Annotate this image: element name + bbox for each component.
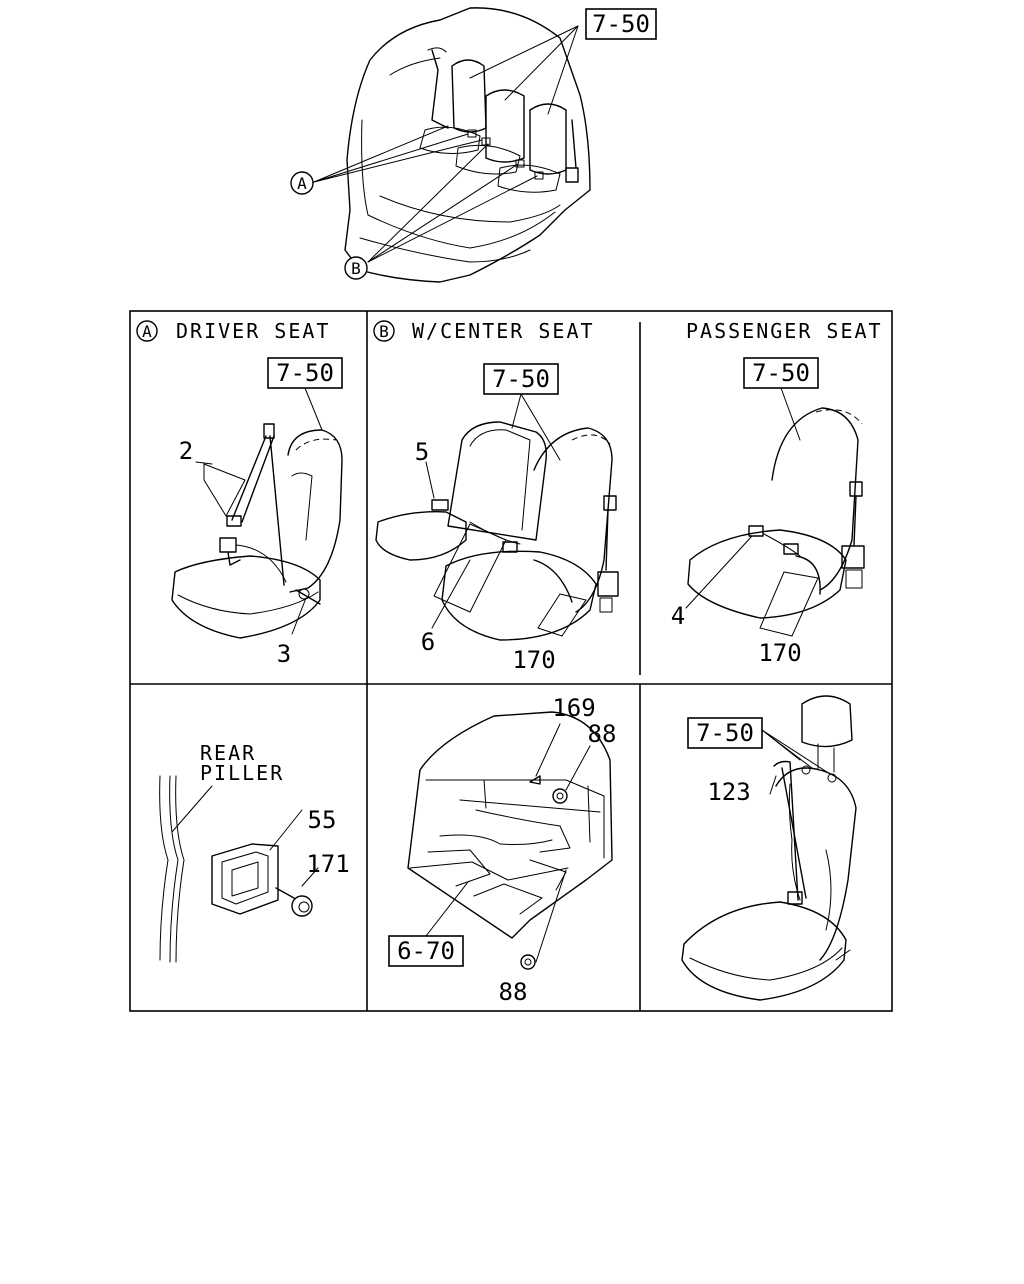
headrest <box>801 695 853 748</box>
single-seat-cushion <box>681 901 847 1001</box>
panel-floor: 169 88 88 6-70 <box>388 694 617 1006</box>
center-part-6: 6 <box>421 628 435 656</box>
driver-ref: 7-50 <box>276 359 334 387</box>
floor-part-88-bottom: 88 <box>499 978 528 1006</box>
passenger-seat-cushion <box>687 529 847 619</box>
passenger-title: PASSENGER SEAT <box>686 319 883 343</box>
overview-callout-a: A <box>290 171 314 195</box>
callout-a-letter: A <box>297 174 307 193</box>
center-part-170: 170 <box>512 646 555 674</box>
pillar-part-171: 171 <box>306 850 349 878</box>
single-seat-ref: 7-50 <box>696 719 754 747</box>
panel-center-seat: B W/CENTER SEAT 7-50 5 6 170 <box>373 319 619 674</box>
clip-169 <box>529 775 541 785</box>
panel-single-seat: 7-50 123 <box>681 695 857 1001</box>
overview-ref-box: 7-50 <box>585 8 657 40</box>
callout-b-letter: B <box>351 259 361 278</box>
single-seat-part-123: 123 <box>707 778 750 806</box>
driver-seat-cushion <box>171 555 321 639</box>
overview-cab-illustration <box>313 7 591 283</box>
trim-bracket <box>211 843 279 915</box>
panel-grid <box>129 310 893 1012</box>
panel-rear-pillar: REAR PILLER 55 171 <box>159 741 350 963</box>
passenger-ref: 7-50 <box>752 359 810 387</box>
driver-title: DRIVER SEAT <box>176 319 330 343</box>
pillar-title-line1: REAR <box>200 741 256 765</box>
passenger-seatback <box>771 407 859 591</box>
cab-floor-outline <box>407 711 613 939</box>
floor-ref: 6-70 <box>397 937 455 965</box>
center-title: W/CENTER SEAT <box>412 319 595 343</box>
center-ref: 7-50 <box>492 365 550 393</box>
center-seatback <box>447 421 547 541</box>
grommet-88-bottom <box>520 954 536 970</box>
passenger-part-4: 4 <box>671 602 685 630</box>
pillar-part-55: 55 <box>308 806 337 834</box>
passenger-part-170: 170 <box>758 639 801 667</box>
single-seatback <box>775 767 857 961</box>
grommet-88-top <box>552 788 568 804</box>
driver-part-3: 3 <box>277 640 291 668</box>
floor-part-88-top: 88 <box>588 720 617 748</box>
driver-seatback <box>287 429 343 593</box>
driver-marker: A <box>142 322 152 341</box>
panel-passenger-seat: PASSENGER SEAT 7-50 4 170 <box>671 319 883 667</box>
pillar-title-line2: PILLER <box>200 761 284 785</box>
panel-driver-seat: A DRIVER SEAT 7-50 2 3 <box>136 319 343 668</box>
bolt-171 <box>291 895 313 917</box>
overview-callout-b: B <box>344 256 368 280</box>
belt-buckle <box>787 891 803 905</box>
driver-part-2: 2 <box>179 437 193 465</box>
center-seat-cushion <box>375 511 467 561</box>
center-part-5: 5 <box>415 438 429 466</box>
floor-part-169: 169 <box>552 694 595 722</box>
overview-ref-label: 7-50 <box>592 10 650 38</box>
center-marker: B <box>379 322 389 341</box>
